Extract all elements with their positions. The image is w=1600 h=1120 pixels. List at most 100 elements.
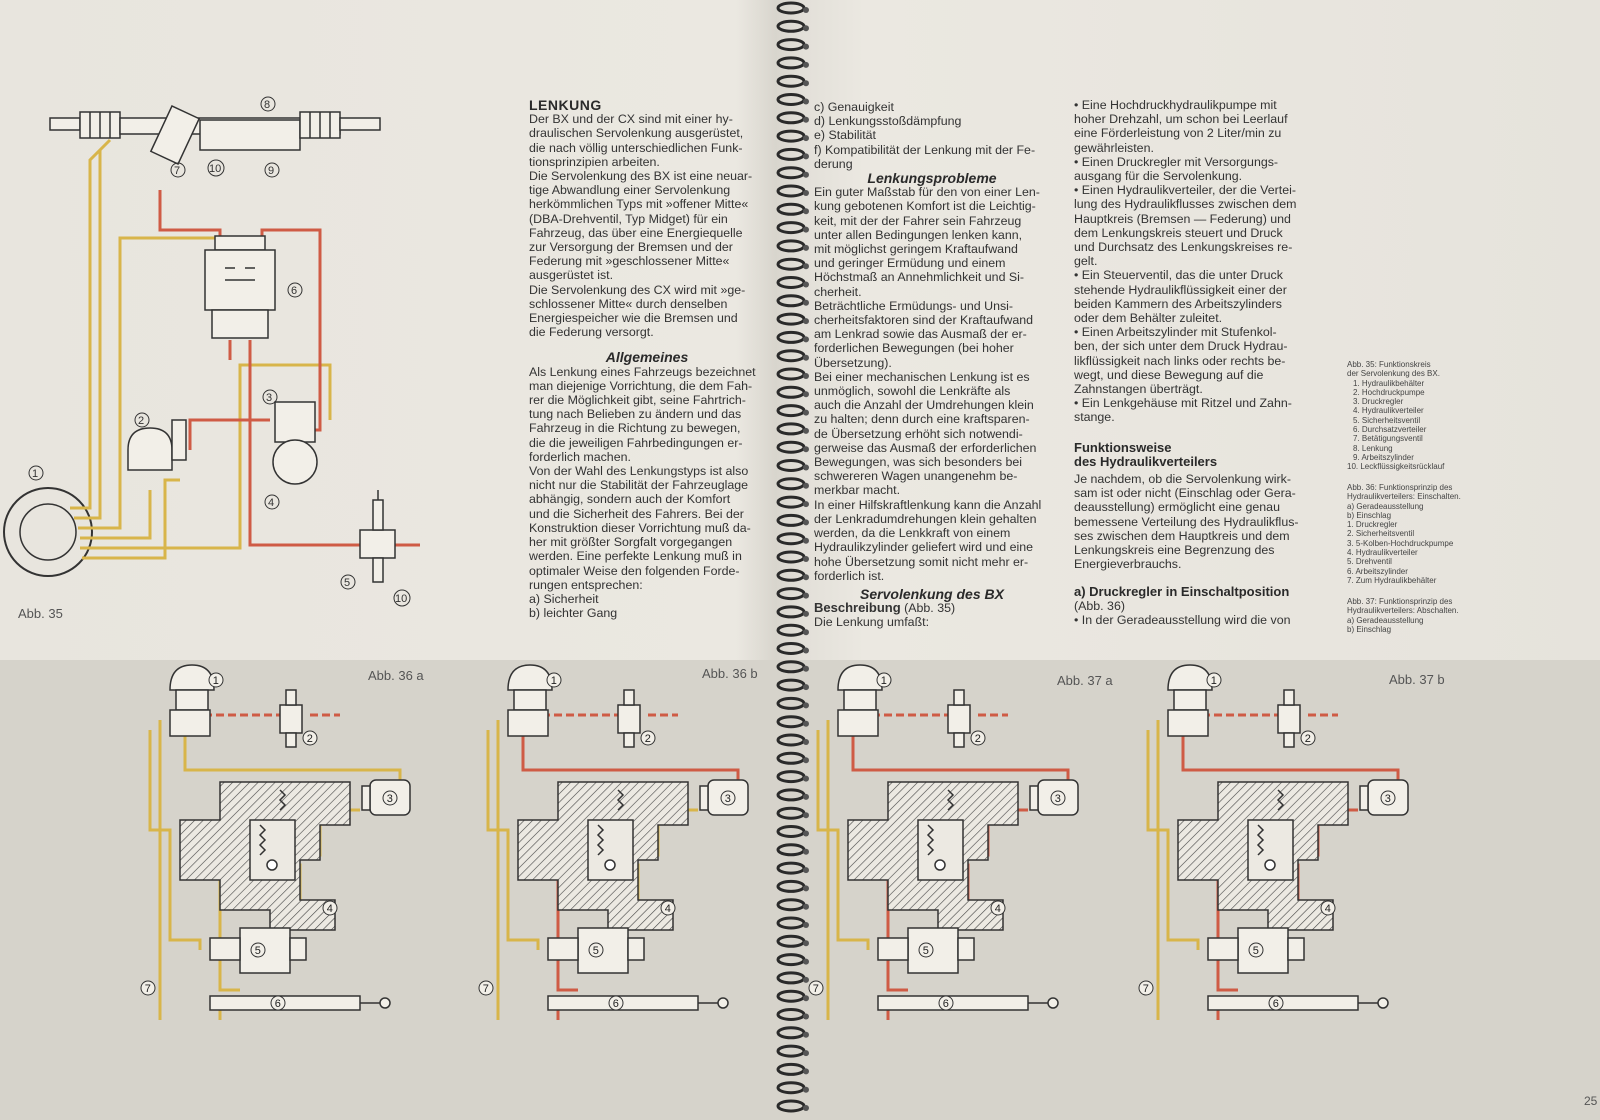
callout-6: 6 bbox=[608, 995, 624, 1011]
legend-line: b) Einschlag bbox=[1347, 624, 1392, 634]
callout-5: 5 bbox=[344, 577, 350, 589]
list-item: gewährleisten. bbox=[1074, 140, 1154, 155]
legend-line: 7. Betätigungsventil bbox=[1353, 434, 1423, 444]
list-item: hoher Drehzahl, um schon bei Leerlauf bbox=[1074, 112, 1288, 127]
heading-funktionsweise: Funktionsweise des Hydraulikverteilers bbox=[1074, 440, 1310, 469]
callout-4: 4 bbox=[660, 900, 676, 916]
list-item: lung des Hydraulikflusses zwischen dem bbox=[1074, 197, 1297, 212]
legend-line: der Servolenkung des BX. bbox=[1347, 369, 1440, 379]
text-line: deausstellung) ermöglicht eine genau bbox=[1074, 500, 1280, 515]
text-line: auch die Anzahl der Umdrehungen klein bbox=[814, 398, 1034, 413]
list-item: e) Stabilität bbox=[814, 128, 876, 143]
callout-8: 8 bbox=[264, 99, 270, 111]
callout-2: 2 bbox=[1300, 730, 1316, 746]
callout-4: 4 bbox=[322, 900, 338, 916]
legend-line: 2. Hochdruckpumpe bbox=[1353, 387, 1425, 397]
list-item: likflüssigkeit nach links oder rechts be… bbox=[1074, 353, 1286, 368]
callout-1: 1 bbox=[876, 672, 892, 688]
legend-line: 7. Zum Hydraulikbehälter bbox=[1347, 575, 1437, 585]
list-item: • Ein Steuerventil, das die unter Druck bbox=[1074, 268, 1283, 283]
list-item: dem Lenkungskreis steuert und Druck bbox=[1074, 225, 1283, 240]
distributor-4 bbox=[179, 781, 351, 931]
pump-2 bbox=[127, 419, 187, 471]
list-item: • Eine Hochdruckhydraulikpumpe mit bbox=[1074, 98, 1277, 112]
binding-ring bbox=[776, 166, 809, 180]
list-item: stehende Hydraulikflüssigkeit einer der bbox=[1074, 282, 1287, 297]
binding-ring bbox=[776, 642, 809, 655]
heading-allgemeines: Allgemeines bbox=[605, 349, 689, 366]
text-line: am Lenkrad sowie das Ausmaß der er- bbox=[814, 327, 1027, 342]
legend-line: 5. Sicherheitsventil bbox=[1353, 415, 1421, 425]
legend-abb35: Abb. 35: Funktionskreis der Servolenkung… bbox=[1347, 360, 1487, 472]
binding-ring bbox=[776, 989, 809, 1003]
svg-text:7: 7 bbox=[145, 983, 151, 995]
binding-ring bbox=[776, 806, 809, 820]
regulator-1 bbox=[1167, 664, 1213, 737]
callout-3: 3 bbox=[1050, 790, 1066, 806]
callout-7: 7 bbox=[1138, 980, 1154, 996]
distributor-4 bbox=[517, 781, 689, 931]
list-item: oder dem Behälter zuleitet. bbox=[1074, 311, 1223, 326]
text-line: b) leichter Gang bbox=[529, 606, 618, 621]
binding-ring bbox=[776, 568, 809, 582]
binding-ring bbox=[776, 1, 809, 15]
text-line: forderlich ist. bbox=[814, 568, 885, 583]
callout-4: 4 bbox=[268, 497, 274, 509]
callout-2: 2 bbox=[640, 730, 656, 746]
callout-7: 7 bbox=[808, 980, 824, 996]
legend-line: a) Geradeausstellung bbox=[1347, 501, 1424, 511]
binding-ring bbox=[776, 202, 809, 216]
binding-ring bbox=[776, 934, 809, 948]
binding-ring bbox=[776, 129, 809, 143]
legend-line: 2. Sicherheitsventil bbox=[1347, 529, 1415, 539]
text-line: Bei einer mechanischen Lenkung ist es bbox=[814, 369, 1030, 384]
heading-lenkung: LENKUNG bbox=[529, 97, 602, 113]
binding-ring bbox=[776, 385, 809, 399]
binding-ring bbox=[776, 312, 809, 326]
callout-2: 2 bbox=[302, 730, 318, 746]
abb35-diagram: 1 2 3 4 5 6 7 8 9 10 10 bbox=[3, 96, 420, 607]
text-line: schwereren Wagen unangenehm be- bbox=[814, 469, 1018, 484]
svg-text:4: 4 bbox=[327, 903, 333, 915]
text-line: Als Lenkung eines Fahrzeugs bezeichnet bbox=[529, 364, 756, 379]
beschreibung-ref: (Abb. 35) bbox=[900, 601, 956, 616]
legend-line: 3. Druckregler bbox=[1353, 397, 1404, 407]
text-line: cherheitsfaktoren sind der Kraftaufwand bbox=[814, 313, 1034, 328]
legend-line: Hydraulikverteilers: Einschalten. bbox=[1347, 492, 1461, 502]
binding-ring bbox=[776, 513, 809, 527]
distributor-4 bbox=[1177, 781, 1349, 931]
text-line: • In der Geradeausstellung wird die von bbox=[1074, 612, 1291, 627]
binding-ring bbox=[776, 111, 809, 125]
binding-ring bbox=[776, 1044, 809, 1058]
svg-text:1: 1 bbox=[213, 675, 219, 687]
legend-line: Abb. 36: Funktionsprinzip des bbox=[1347, 483, 1453, 492]
svg-text:5: 5 bbox=[593, 945, 599, 957]
svg-text:3: 3 bbox=[1385, 793, 1391, 805]
legend-line: 4. Hydraulikverteiler bbox=[1353, 406, 1424, 416]
text-line: Energieverbrauchs. bbox=[1074, 557, 1182, 572]
binding-ring bbox=[776, 971, 809, 985]
text-line: keit, mit der der Fahrer sein Fahrzeug bbox=[814, 213, 1022, 228]
heading-line: des Hydraulikverteilers bbox=[1074, 453, 1218, 469]
binding-ring bbox=[776, 257, 809, 271]
regulator-1 bbox=[837, 664, 883, 737]
text-line: und geringer Ermüdung und einem bbox=[814, 256, 1006, 271]
binding-ring bbox=[776, 660, 809, 674]
svg-text:3: 3 bbox=[387, 793, 393, 805]
binding-ring bbox=[776, 367, 809, 381]
intro-paragraph: Der BX und der CX sind mit einer hy- dra… bbox=[529, 112, 765, 339]
legend-line: Abb. 35: Funktionskreis bbox=[1347, 360, 1431, 369]
binding-ring bbox=[776, 404, 809, 418]
rotary-valve-5 bbox=[209, 927, 307, 974]
list-item: und Durchsatz des Lenkungskreises re- bbox=[1074, 240, 1293, 255]
binding-ring bbox=[776, 532, 809, 546]
binding-ring bbox=[776, 879, 809, 893]
binding-ring bbox=[776, 605, 809, 619]
binding-ring bbox=[776, 349, 809, 363]
svg-text:7: 7 bbox=[813, 983, 819, 995]
text-line: Je nachdem, ob die Servolenkung wirk- bbox=[1074, 472, 1291, 487]
callout-3: 3 bbox=[720, 790, 736, 806]
probleme-paragraph: Ein guter Maßstab für den von einer Len-… bbox=[814, 185, 1050, 583]
legend-line: Hydraulikverteilers: Abschalten. bbox=[1347, 606, 1459, 616]
